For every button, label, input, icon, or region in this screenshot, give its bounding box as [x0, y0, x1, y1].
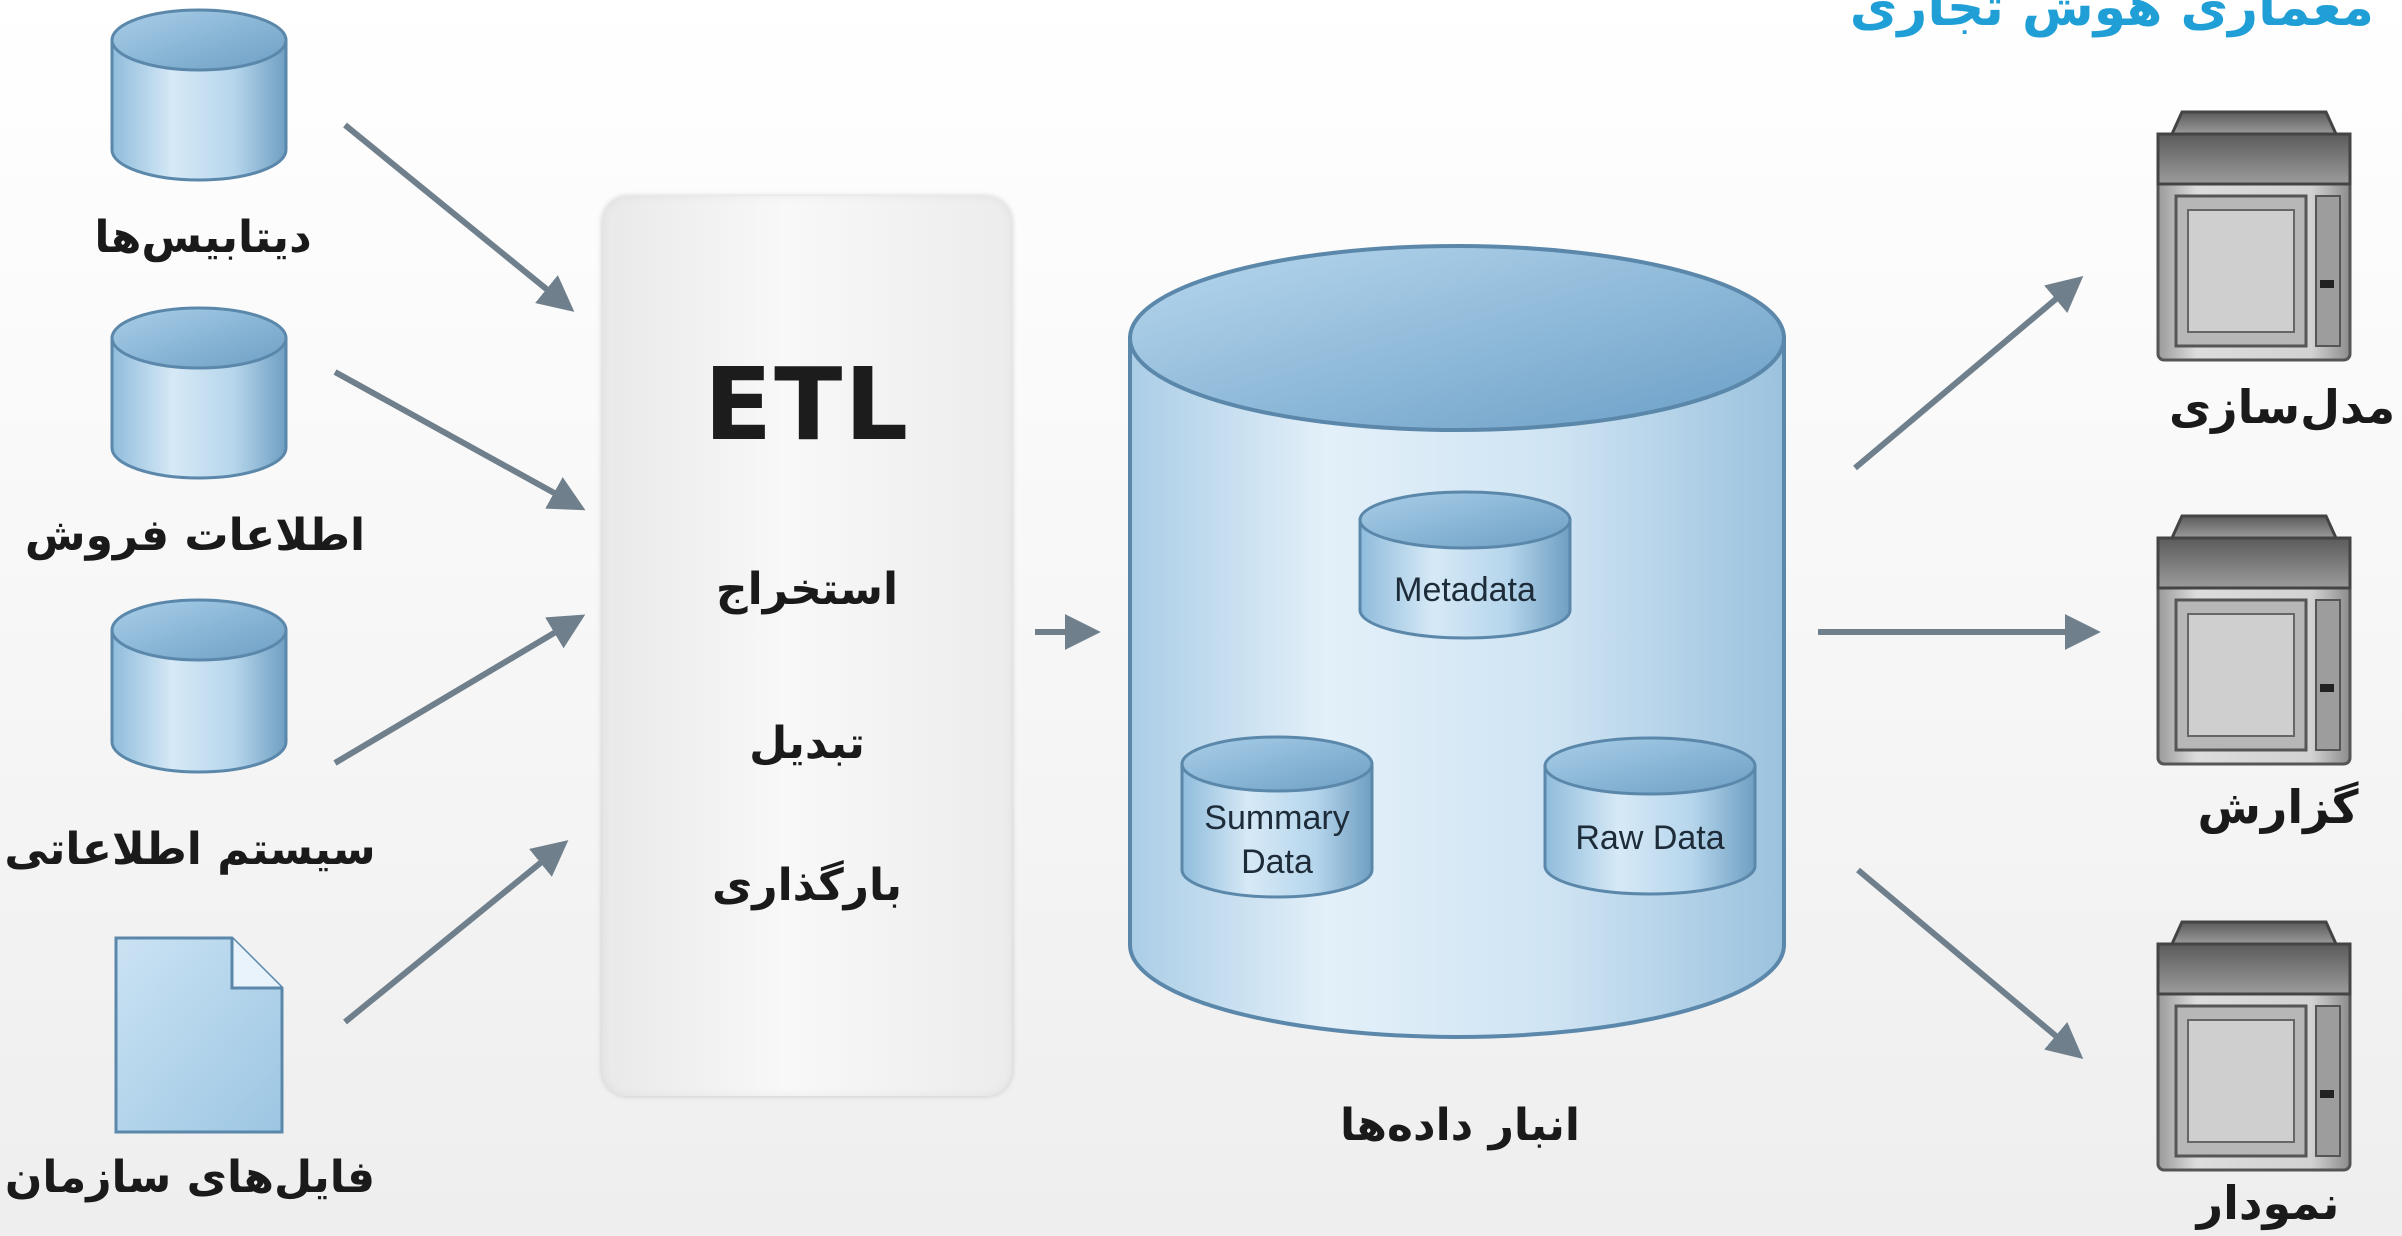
output-server-3-icon: [2156, 920, 2352, 1172]
source-document-icon: [114, 936, 284, 1134]
warehouse-label: انبار داده‌ها: [1340, 1100, 1580, 1151]
arrow-source-2-to-etl: [333, 369, 586, 511]
arrow-source-1-to-etl: [343, 122, 575, 312]
summary-data-label-line2: Data: [1241, 843, 1313, 881]
summary-data-label-line1: Summary: [1204, 799, 1350, 837]
metadata-cylinder-icon: [1358, 490, 1572, 640]
source-database-1-icon: [110, 8, 288, 182]
output-server-1-icon: [2156, 110, 2352, 362]
source-label-databases: دیتابیس‌ها: [94, 212, 312, 263]
source-database-3-icon: [110, 598, 288, 774]
arrow-source-3-to-etl: [333, 614, 586, 766]
arrow-source-4-to-etl: [343, 840, 569, 1025]
source-label-org-files: فایل‌های سازمان: [4, 1152, 376, 1203]
etl-step-load: بارگذاری: [711, 860, 903, 911]
etl-process-box: ETL استخراج تبدیل بارگذاری: [602, 196, 1012, 1096]
source-label-information-system: سیستم اطلاعاتی: [4, 824, 376, 875]
raw-data-cylinder-icon: [1543, 736, 1757, 896]
etl-title: ETL: [703, 346, 911, 463]
source-label-sales-info: اطلاعات فروش: [24, 510, 366, 561]
arrow-warehouse-to-modeling: [1853, 276, 2084, 471]
arrow-warehouse-to-chart: [1856, 867, 2084, 1059]
etl-step-transform: تبدیل: [749, 718, 865, 769]
metadata-label: Metadata: [1394, 571, 1536, 609]
output-label-report: گزارش: [2197, 780, 2359, 834]
page-title: معماری هوش تجاری: [1849, 0, 2374, 38]
etl-step-extract: استخراج: [715, 564, 899, 615]
raw-data-label: Raw Data: [1575, 819, 1725, 857]
output-server-2-icon: [2156, 514, 2352, 766]
summary-data-cylinder-icon: [1180, 735, 1374, 899]
source-database-2-icon: [110, 306, 288, 480]
output-label-modeling: مدل‌سازی: [2168, 380, 2396, 434]
output-label-chart: نمودار: [2196, 1176, 2340, 1230]
warehouse-cylinder-icon: [1128, 244, 1786, 1039]
